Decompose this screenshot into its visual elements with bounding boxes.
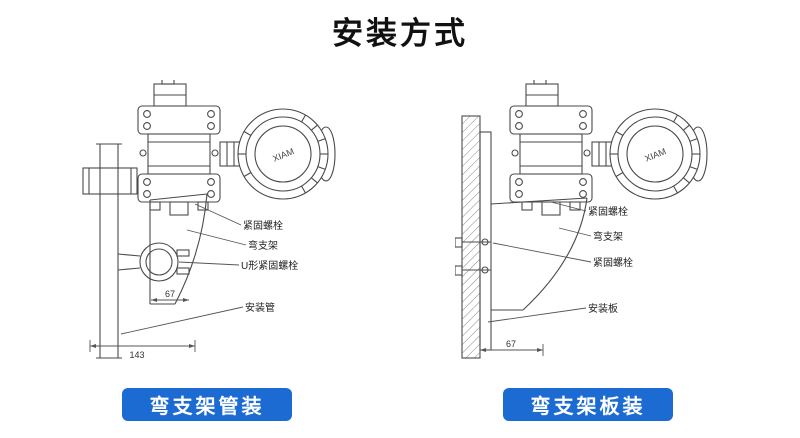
label-bent-bracket: 弯支架 [593, 230, 623, 243]
leader-lines [89, 203, 247, 352]
dim-overall-143: 143 [129, 350, 144, 360]
dimension-arrows [90, 298, 195, 348]
page-title: 安装方式 [332, 16, 468, 51]
bent-bracket-drawing [117, 193, 208, 305]
label-fastening-bolt-top: 紧固螺栓 [588, 205, 628, 218]
mounting-pipe-drawing [82, 143, 138, 359]
caption-plate-mount-label: 弯支架板装 [530, 396, 646, 418]
label-fastening-bolt: 紧固螺栓 [243, 219, 283, 232]
dimension-arrows [480, 348, 543, 352]
dim-overall-67: 67 [506, 339, 516, 349]
caption-pipe-mount-button[interactable]: 弯支架管装 [122, 388, 292, 421]
wall-drawing [455, 115, 492, 359]
label-mounting-pipe: 安装管 [245, 301, 275, 314]
caption-plate-mount-button[interactable]: 弯支架板装 [503, 388, 673, 421]
figure-plate-mount: 67 紧固螺栓 弯支架 紧固螺栓 安装板 [455, 80, 708, 359]
dim-bracket-67: 67 [165, 289, 175, 299]
label-fastening-bolt-bottom: 紧固螺栓 [593, 256, 633, 269]
caption-pipe-mount-label: 弯支架管装 [149, 396, 265, 418]
label-mounting-plate: 安装板 [588, 302, 618, 315]
leader-lines [479, 201, 592, 356]
label-bent-bracket: 弯支架 [248, 239, 278, 252]
label-u-bolt: U形紧固螺栓 [241, 259, 298, 272]
figure-pipe-mount: 67 143 紧固螺栓 弯支架 U形紧固螺栓 安装管 [82, 80, 336, 360]
bent-bracket-drawing [490, 197, 588, 311]
